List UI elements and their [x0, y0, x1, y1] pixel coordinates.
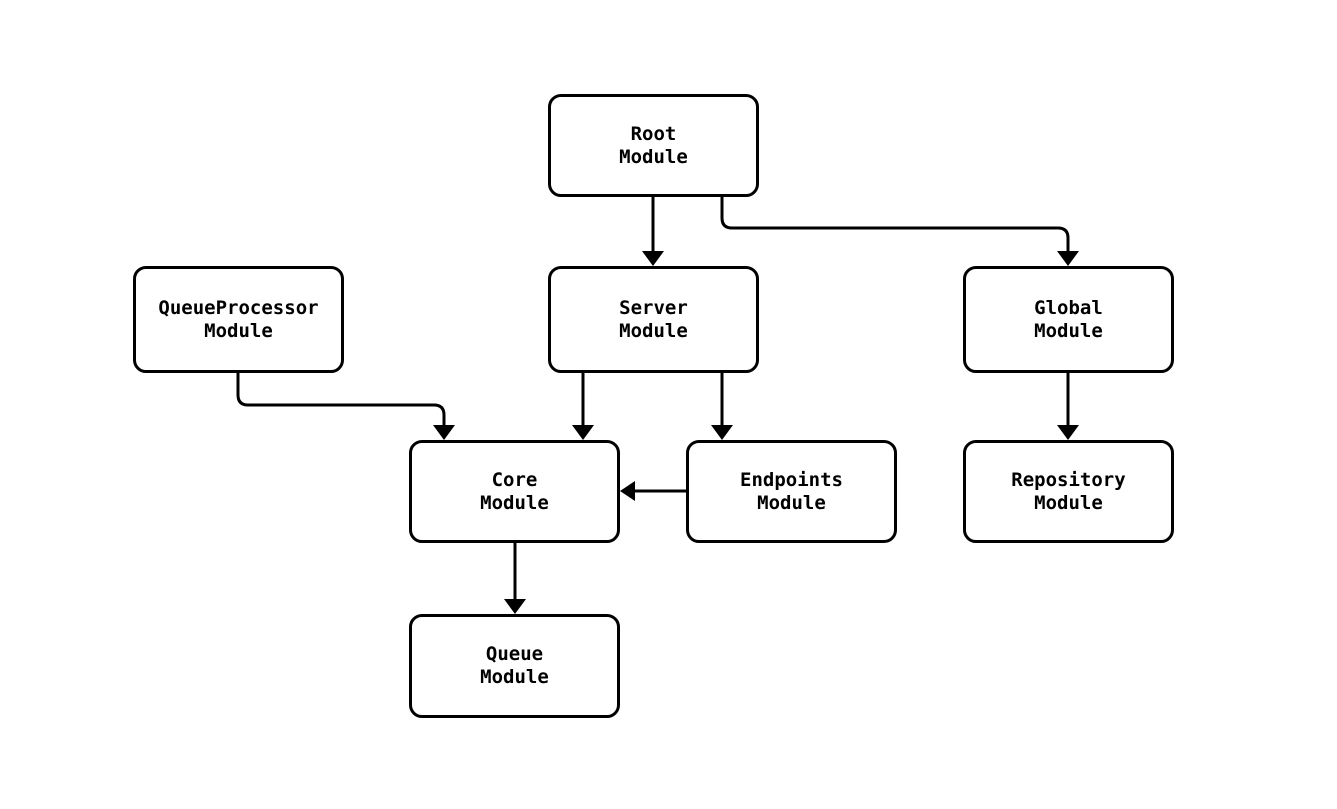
edge-root-to-global	[720, 197, 1079, 266]
node-label-primary: Root	[630, 122, 677, 145]
edge-server-to-core	[572, 373, 594, 440]
edge-server-to-endpoints	[711, 373, 733, 440]
edge-endpoints-to-core	[620, 481, 686, 501]
node-label-secondary: Module	[204, 319, 273, 342]
edge-queueprocessor-to-core	[236, 373, 455, 440]
node-label-secondary: Module	[619, 319, 688, 342]
node-label-secondary: Module	[480, 491, 549, 514]
arrowhead-icon	[504, 599, 526, 614]
edge-root-to-server	[642, 197, 664, 266]
node-label-secondary: Module	[619, 145, 688, 168]
edge-global-to-repository	[1057, 373, 1079, 440]
arrowhead-icon	[1057, 251, 1079, 266]
node-label-secondary: Module	[1034, 491, 1103, 514]
connector-line	[720, 197, 1070, 252]
connector-line	[236, 373, 446, 426]
node-label-primary: Endpoints	[740, 468, 843, 491]
arrowhead-icon	[642, 251, 664, 266]
node-label-primary: Queue	[485, 643, 544, 665]
node-label-secondary: Module	[480, 666, 549, 688]
node-label-secondary: Module	[757, 491, 826, 514]
node-label-primary: Global	[1034, 296, 1103, 319]
arrowhead-icon	[711, 425, 733, 440]
node-label-primary: Core	[491, 468, 538, 491]
node-label-primary: Repository	[1011, 468, 1126, 491]
edge-core-to-queue	[504, 543, 526, 614]
node-label-primary: Server	[619, 296, 688, 319]
arrowhead-icon	[433, 425, 455, 440]
arrowhead-icon	[620, 481, 635, 501]
node-label-secondary: Module	[1034, 319, 1103, 342]
arrowhead-icon	[1057, 425, 1079, 440]
arrowhead-icon	[572, 425, 594, 440]
node-label-primary: QueueProcessor	[158, 296, 319, 319]
